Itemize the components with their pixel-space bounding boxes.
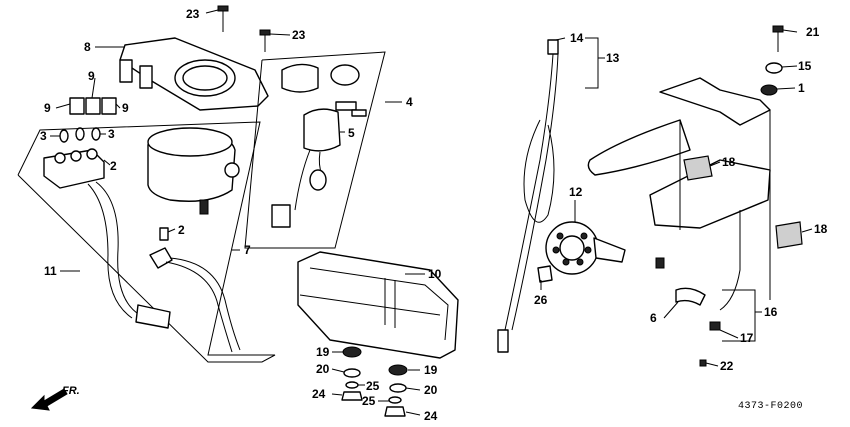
callout-5: 5 [348, 126, 355, 140]
callout-23: 23 [292, 28, 306, 42]
front-direction-arrow: FR. [30, 385, 80, 411]
callout-12: 12 [569, 185, 583, 199]
callout-20: 20 [316, 362, 330, 376]
callouts: 23 23 8 9 9 9 3 3 2 11 2 7 4 5 10 19 20 … [40, 7, 828, 423]
ignition-switch-group [244, 51, 386, 249]
callout-25: 25 [362, 394, 376, 408]
indicator-meter-group [17, 37, 276, 363]
callout-17: 17 [740, 331, 754, 345]
front-direction-label: FR. [62, 385, 80, 397]
hardware-stack-left [341, 346, 363, 401]
callout-14: 14 [570, 31, 584, 45]
callout-11: 11 [44, 264, 57, 278]
hardware-stack-right [384, 364, 408, 417]
callout-13: 13 [606, 51, 620, 65]
callout-24: 24 [312, 387, 326, 401]
horn [537, 221, 626, 283]
callout-19: 19 [424, 363, 438, 377]
diagram-code: 4373-F0200 [738, 401, 803, 412]
callout-18: 18 [814, 222, 828, 236]
callout-15: 15 [798, 59, 812, 73]
callout-16: 16 [764, 305, 778, 319]
screws [217, 5, 271, 52]
meter-case [297, 251, 459, 359]
callout-9: 9 [122, 101, 129, 115]
callout-21: 21 [806, 25, 820, 39]
callout-18: 18 [722, 155, 736, 169]
callout-24: 24 [424, 409, 438, 423]
callout-19: 19 [316, 345, 330, 359]
callout-3: 3 [108, 127, 115, 141]
callout-6: 6 [650, 311, 657, 325]
callout-25: 25 [366, 379, 380, 393]
callout-3: 3 [40, 129, 47, 143]
meter-bracket [587, 77, 803, 367]
callout-9: 9 [44, 101, 51, 115]
callout-4: 4 [406, 95, 413, 109]
callout-2: 2 [178, 223, 185, 237]
callout-22: 22 [720, 359, 734, 373]
leader-lines [50, 9, 813, 416]
callout-8: 8 [84, 40, 91, 54]
top-right-bolts [760, 25, 784, 96]
speedometer-cable [497, 39, 559, 353]
callout-20: 20 [424, 383, 438, 397]
callout-7: 7 [244, 243, 251, 257]
callout-23: 23 [186, 7, 200, 21]
callout-10: 10 [428, 267, 442, 281]
callout-1: 1 [798, 81, 805, 95]
callout-26: 26 [534, 293, 548, 307]
callout-9: 9 [88, 69, 95, 83]
callout-2: 2 [110, 159, 117, 173]
